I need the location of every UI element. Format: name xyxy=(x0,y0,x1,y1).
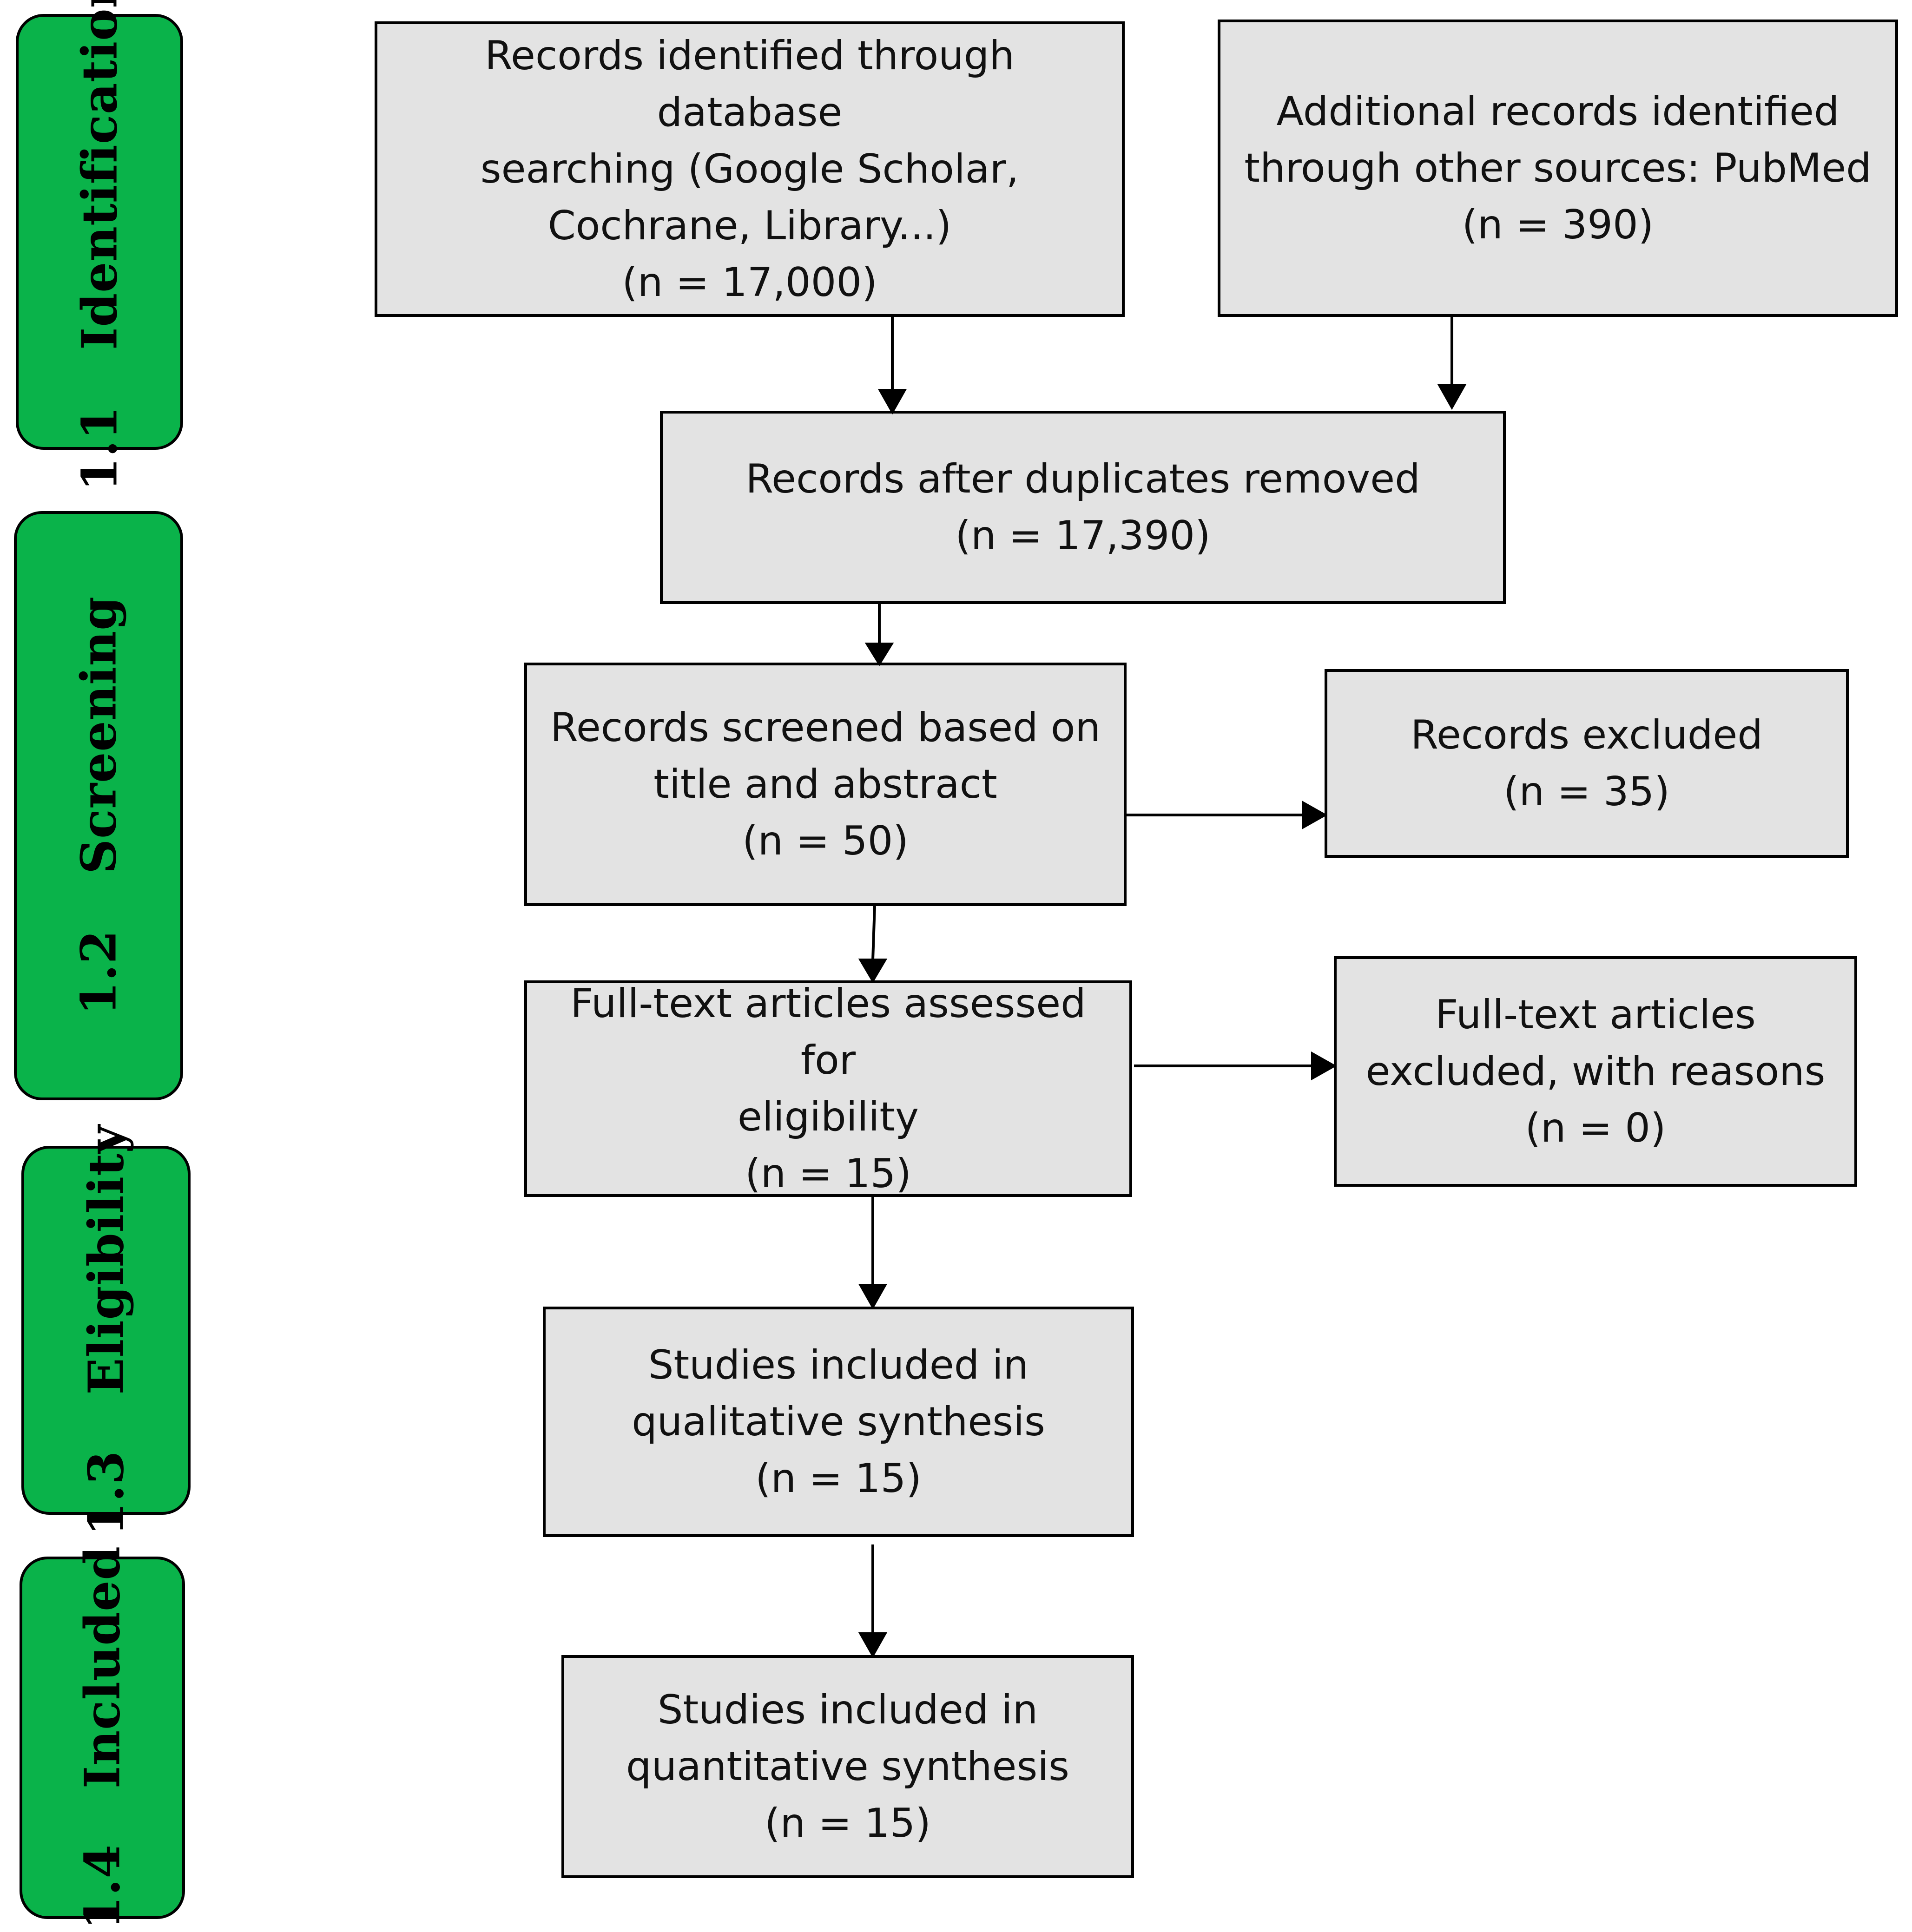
box-text: Additional records identified through ot… xyxy=(1244,88,1872,248)
box-qualitative-synthesis: Studies included in qualitative synthesi… xyxy=(543,1307,1134,1537)
box-text: Full-text articles assessed for eligibil… xyxy=(570,980,1086,1197)
box-fulltext-assessed: Full-text articles assessed for eligibil… xyxy=(524,980,1132,1197)
box-text: Studies included in quantitative synthes… xyxy=(626,1687,1069,1847)
stage-included: 1.4Included xyxy=(20,1546,185,1930)
box-text: Records after duplicates removed (n = 17… xyxy=(745,456,1420,559)
box-database-search: Records identified through database sear… xyxy=(375,21,1125,317)
stage-identification: 1.1Identification xyxy=(16,0,183,491)
box-other-sources: Additional records identified through ot… xyxy=(1218,20,1898,317)
box-fulltext-excluded: Full-text articles excluded, with reason… xyxy=(1334,956,1857,1187)
box-duplicates-removed: Records after duplicates removed (n = 17… xyxy=(660,411,1506,604)
arrow-screened-to-fulltext xyxy=(871,906,876,960)
box-quantitative-synthesis: Studies included in quantitative synthes… xyxy=(561,1655,1134,1878)
stage-eligibility: 1.3Eligibility xyxy=(21,1124,191,1536)
box-records-excluded: Records excluded (n = 35) xyxy=(1325,669,1849,858)
box-text: Full-text articles excluded, with reason… xyxy=(1365,992,1826,1151)
box-screened: Records screened based on title and abst… xyxy=(524,663,1127,906)
box-text: Records excluded (n = 35) xyxy=(1411,712,1763,815)
box-text: Records identified through database sear… xyxy=(480,33,1019,306)
stage-screening: 1.2Screening xyxy=(14,511,183,1100)
box-text: Studies included in qualitative synthesi… xyxy=(632,1342,1045,1502)
box-text: Records screened based on title and abst… xyxy=(550,704,1101,864)
